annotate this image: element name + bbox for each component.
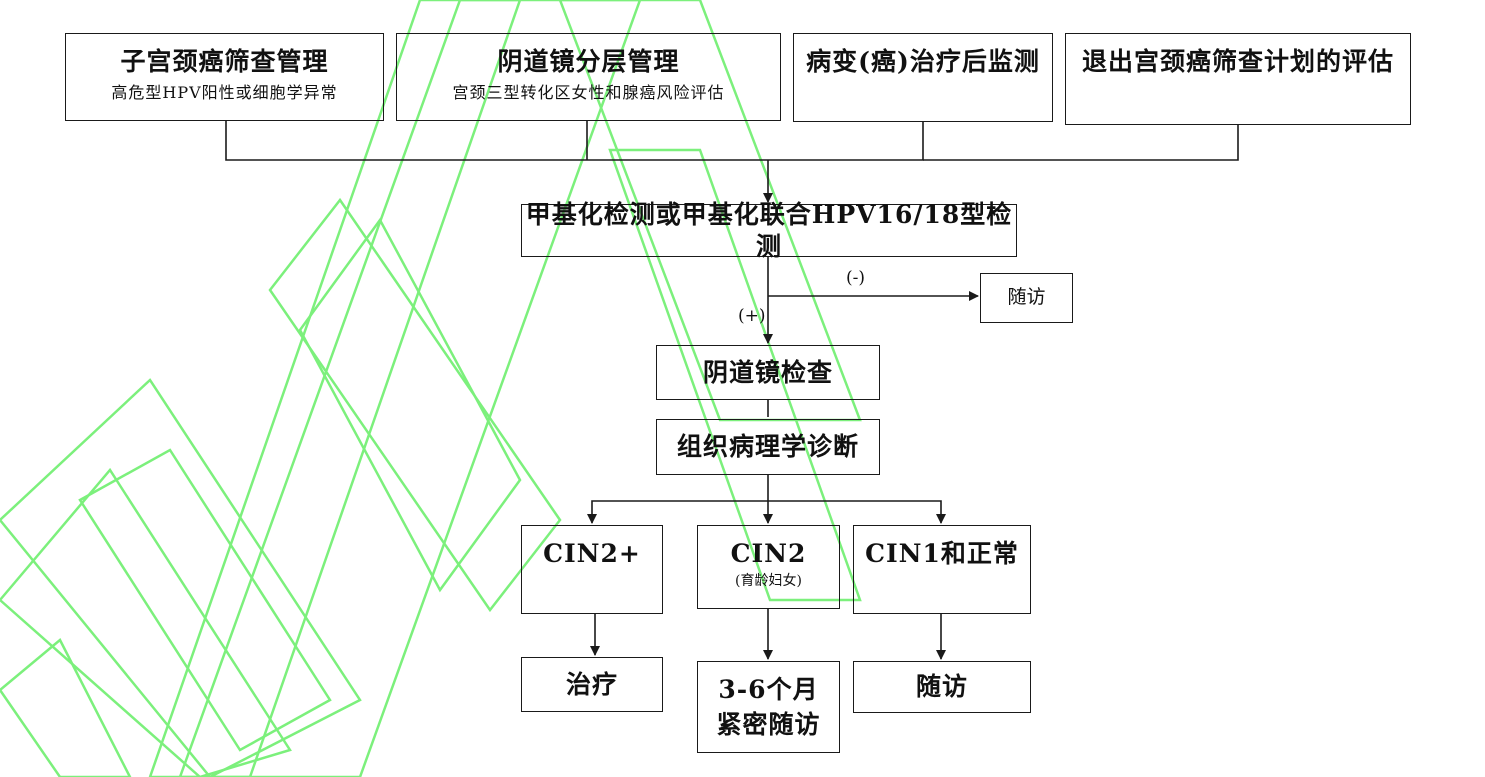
entry-title: 阴道镜分层管理 [497, 47, 680, 76]
action-line2: 紧密随访 [716, 710, 821, 739]
outcome-title: CIN1和正常 [865, 539, 1019, 568]
entry-subtitle: 高危型HPV阳性或细胞学异常 [111, 83, 338, 103]
pathology-label: 组织病理学诊断 [676, 432, 859, 462]
action-line1: 3-6个月 [718, 674, 819, 704]
action-box-treatment: 治疗 [521, 657, 663, 712]
negative-label: (-) [846, 268, 866, 288]
outcome-box-cin2plus: CIN2+ [521, 525, 663, 614]
outcome-box-cin2: CIN2 (育龄妇女) [697, 525, 840, 609]
outcome-title: CIN2 [730, 539, 807, 568]
test-label: 甲基化检测或甲基化联合HPV16/18型检测 [525, 200, 1013, 261]
entry-title: 病变(癌)治疗后监测 [806, 47, 1040, 76]
action-line1: 治疗 [565, 669, 618, 699]
pathology-box: 组织病理学诊断 [656, 419, 880, 475]
entry-title: 子宫颈癌筛查管理 [120, 47, 329, 76]
outcome-title: CIN2+ [543, 539, 641, 568]
connector-entry-left [225, 121, 924, 161]
connector-entry-right [923, 125, 1239, 161]
entry-box-exit-evaluation: 退出宫颈癌筛查计划的评估 [1065, 33, 1411, 125]
arrow-to-cin1 [768, 500, 946, 524]
entry-box-screening: 子宫颈癌筛查管理 高危型HPV阳性或细胞学异常 [65, 33, 384, 121]
action-box-close-followup: 3-6个月 紧密随访 [697, 661, 840, 753]
followup-label: 随访 [1007, 286, 1046, 309]
outcome-box-cin1-normal: CIN1和正常 [853, 525, 1031, 614]
colposcopy-box: 阴道镜检查 [656, 345, 880, 400]
entry-box-post-treatment: 病变(癌)治疗后监测 [793, 33, 1053, 122]
entry-subtitle: 宫颈三型转化区女性和腺癌风险评估 [452, 83, 725, 103]
action-box-followup: 随访 [853, 661, 1031, 713]
action-line1: 随访 [915, 672, 968, 702]
positive-label: (+) [738, 306, 766, 326]
methylation-test-box: 甲基化检测或甲基化联合HPV16/18型检测 [521, 200, 1017, 261]
negative-followup-box: 随访 [980, 273, 1073, 323]
entry-box-colposcopy-stratified: 阴道镜分层管理 宫颈三型转化区女性和腺癌风险评估 [396, 33, 781, 121]
outcome-note: (育龄妇女) [735, 573, 802, 590]
arrow-to-cin2plus [587, 500, 768, 524]
colposcopy-label: 阴道镜检查 [702, 357, 833, 387]
entry-title: 退出宫颈癌筛查计划的评估 [1081, 47, 1394, 76]
